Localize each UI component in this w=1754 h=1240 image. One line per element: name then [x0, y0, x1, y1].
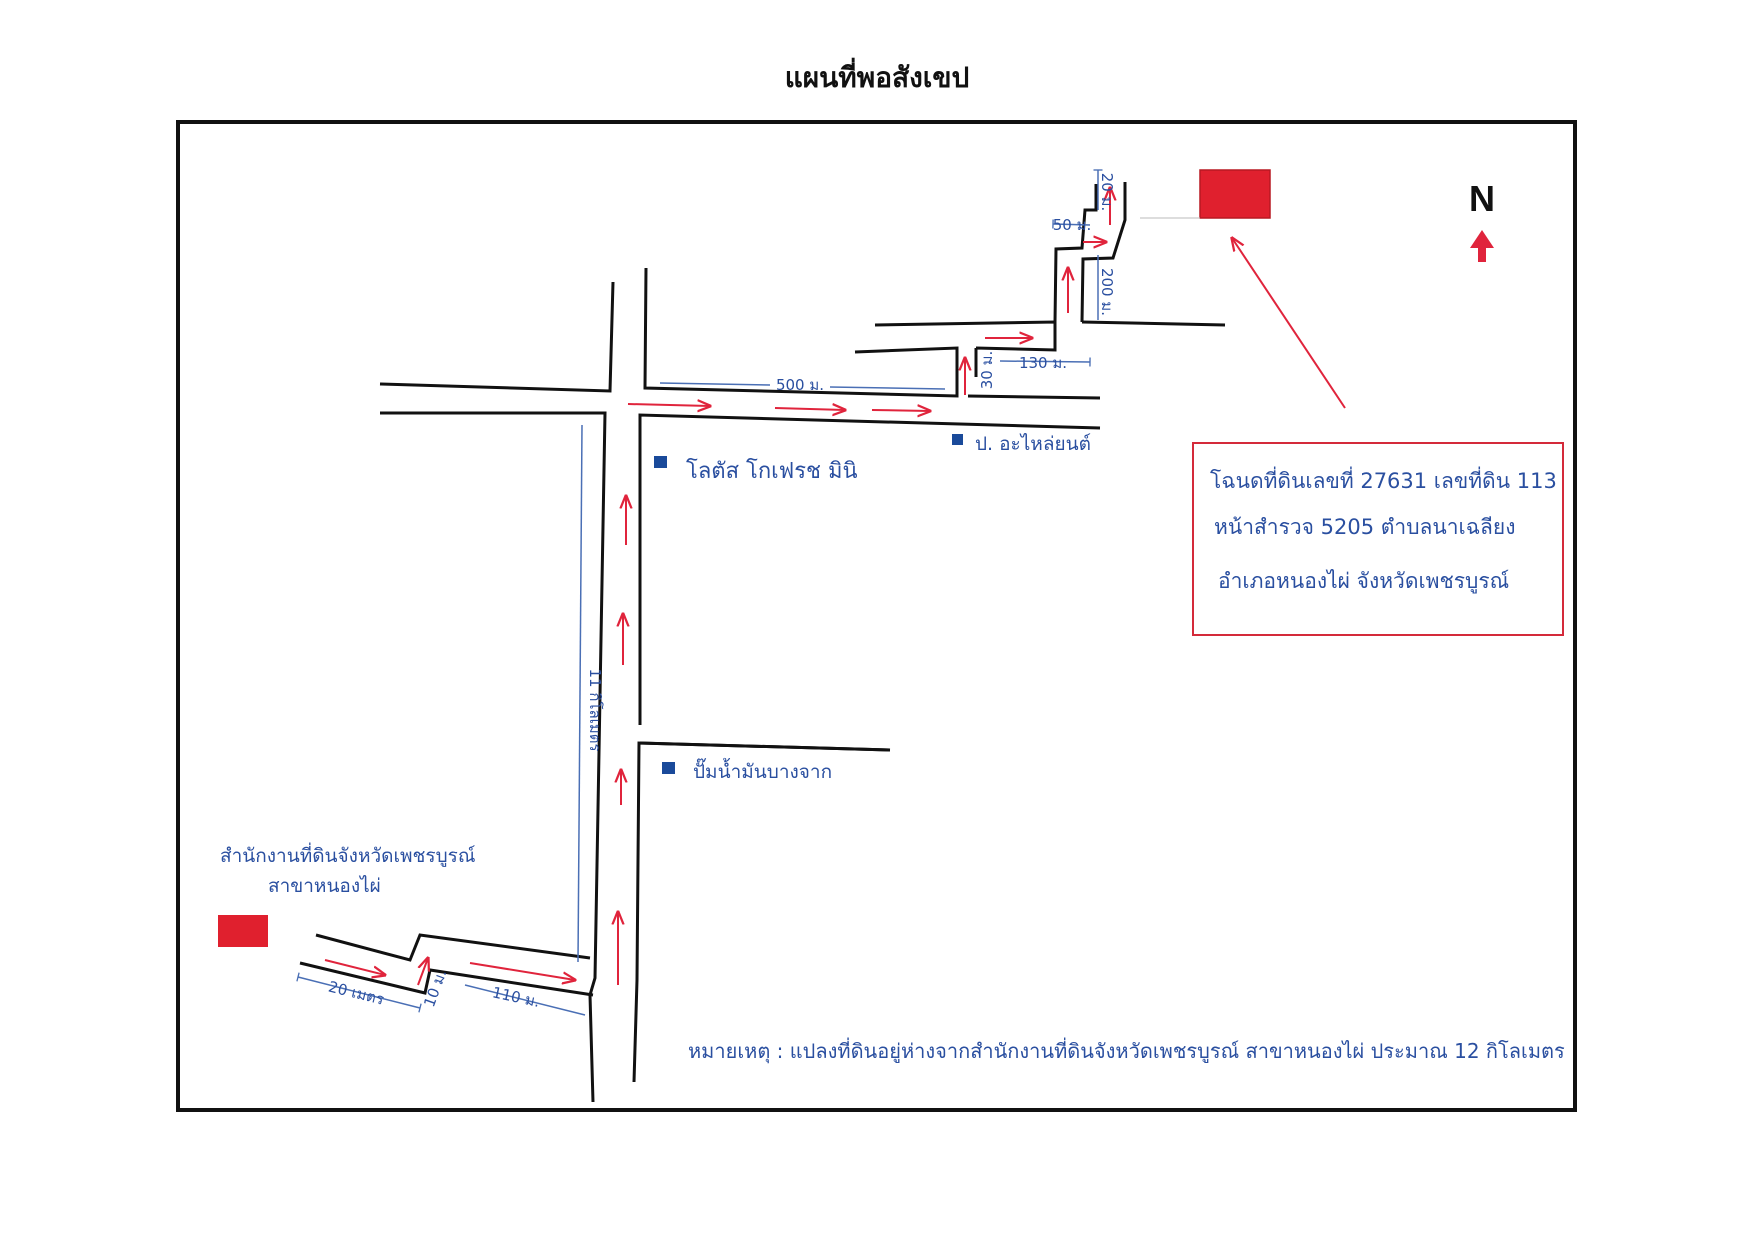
road-top-west	[379, 281, 615, 393]
origin-office-marker	[218, 915, 268, 947]
lotus-marker	[654, 456, 667, 468]
dim-20m-top-label: 20 ม.	[1098, 173, 1116, 212]
dim-500m-right	[829, 386, 946, 390]
dim-500m-label: 500 ม.	[776, 376, 824, 394]
destination-line-2: หน้าสำรวจ 5205 ตำบลนาเฉลียง	[1214, 515, 1515, 539]
pump-marker	[662, 762, 675, 774]
north-label: N	[1469, 178, 1495, 219]
dim-20m	[296, 972, 422, 1013]
origin-label-line2: สาขาหนองไผ่	[268, 875, 381, 897]
dim-50m	[1052, 219, 1091, 229]
remark-text: หมายเหตุ : แปลงที่ดินอยู่ห่างจากสำนักงาน…	[688, 1037, 1565, 1064]
dim-110m	[464, 984, 586, 1016]
road-lane-west	[1053, 184, 1098, 323]
road-side-east	[874, 320, 1057, 377]
map-frame	[176, 120, 1577, 1112]
dim-200m-label: 200 ม.	[1098, 268, 1116, 316]
road-pump-branch	[639, 741, 891, 752]
road-main-west-edge	[380, 411, 607, 1103]
lotus-label: โลตัส โกเฟรช มินิ	[686, 458, 858, 484]
pump-label: ปั๊มน้ำมันบางจาก	[693, 758, 832, 783]
destination-line-1: โฉนดที่ดินเลขที่ 27631 เลขที่ดิน 113	[1210, 466, 1557, 493]
dim-130m	[999, 357, 1091, 367]
road-origin-upper	[315, 933, 591, 962]
road-main-east-edge	[632, 741, 891, 1083]
route-arrows	[324, 188, 1346, 986]
road-lane-east	[1080, 182, 1127, 323]
dim-10m-label: 10 ม.	[420, 967, 450, 1009]
dim-11km	[577, 424, 583, 963]
dim-500m-left	[659, 382, 771, 386]
dim-11km-label: 11 กิโลเมตร	[586, 669, 604, 752]
route-arrow	[324, 959, 385, 975]
destination-info-box: โฉนดที่ดินเลขที่ 27631 เลขที่ดิน 113 หน้…	[1192, 442, 1564, 636]
parts-label: ป. อะไหล่ยนต์	[975, 433, 1091, 455]
road-junction-top	[967, 394, 1101, 400]
road-top-north-stub	[643, 267, 959, 398]
origin-label-line1: สำนักงานที่ดินจังหวัดเพชรบูรณ์	[220, 842, 476, 867]
destination-line-3: อำเภอหนองไผ่ จังหวัดเพชรบูรณ์	[1218, 569, 1509, 594]
page-title: แผนที่พอสังเขป	[784, 61, 970, 94]
parts-marker	[952, 434, 963, 445]
route-arrow	[871, 410, 930, 411]
route-arrow	[469, 962, 575, 980]
road-main	[299, 182, 1226, 1103]
dim-110m-label: 110 ม.	[491, 983, 542, 1011]
road-side-upper	[1081, 320, 1226, 327]
dim-30m-label: 30 ม.	[978, 351, 996, 390]
north-arrow-icon	[1470, 230, 1494, 262]
dimension-lines	[296, 169, 1103, 1016]
dim-130m-label: 130 ม.	[1019, 354, 1067, 372]
pointer-to-parcel	[1232, 238, 1346, 409]
destination-parcel	[1199, 169, 1271, 219]
road-main-east-edge-mid	[638, 413, 1101, 725]
route-arrow	[774, 408, 845, 410]
dim-50m-label: 50 ม.	[1053, 216, 1092, 234]
destination-box-frame	[1192, 442, 1564, 636]
route-arrow	[627, 404, 710, 406]
